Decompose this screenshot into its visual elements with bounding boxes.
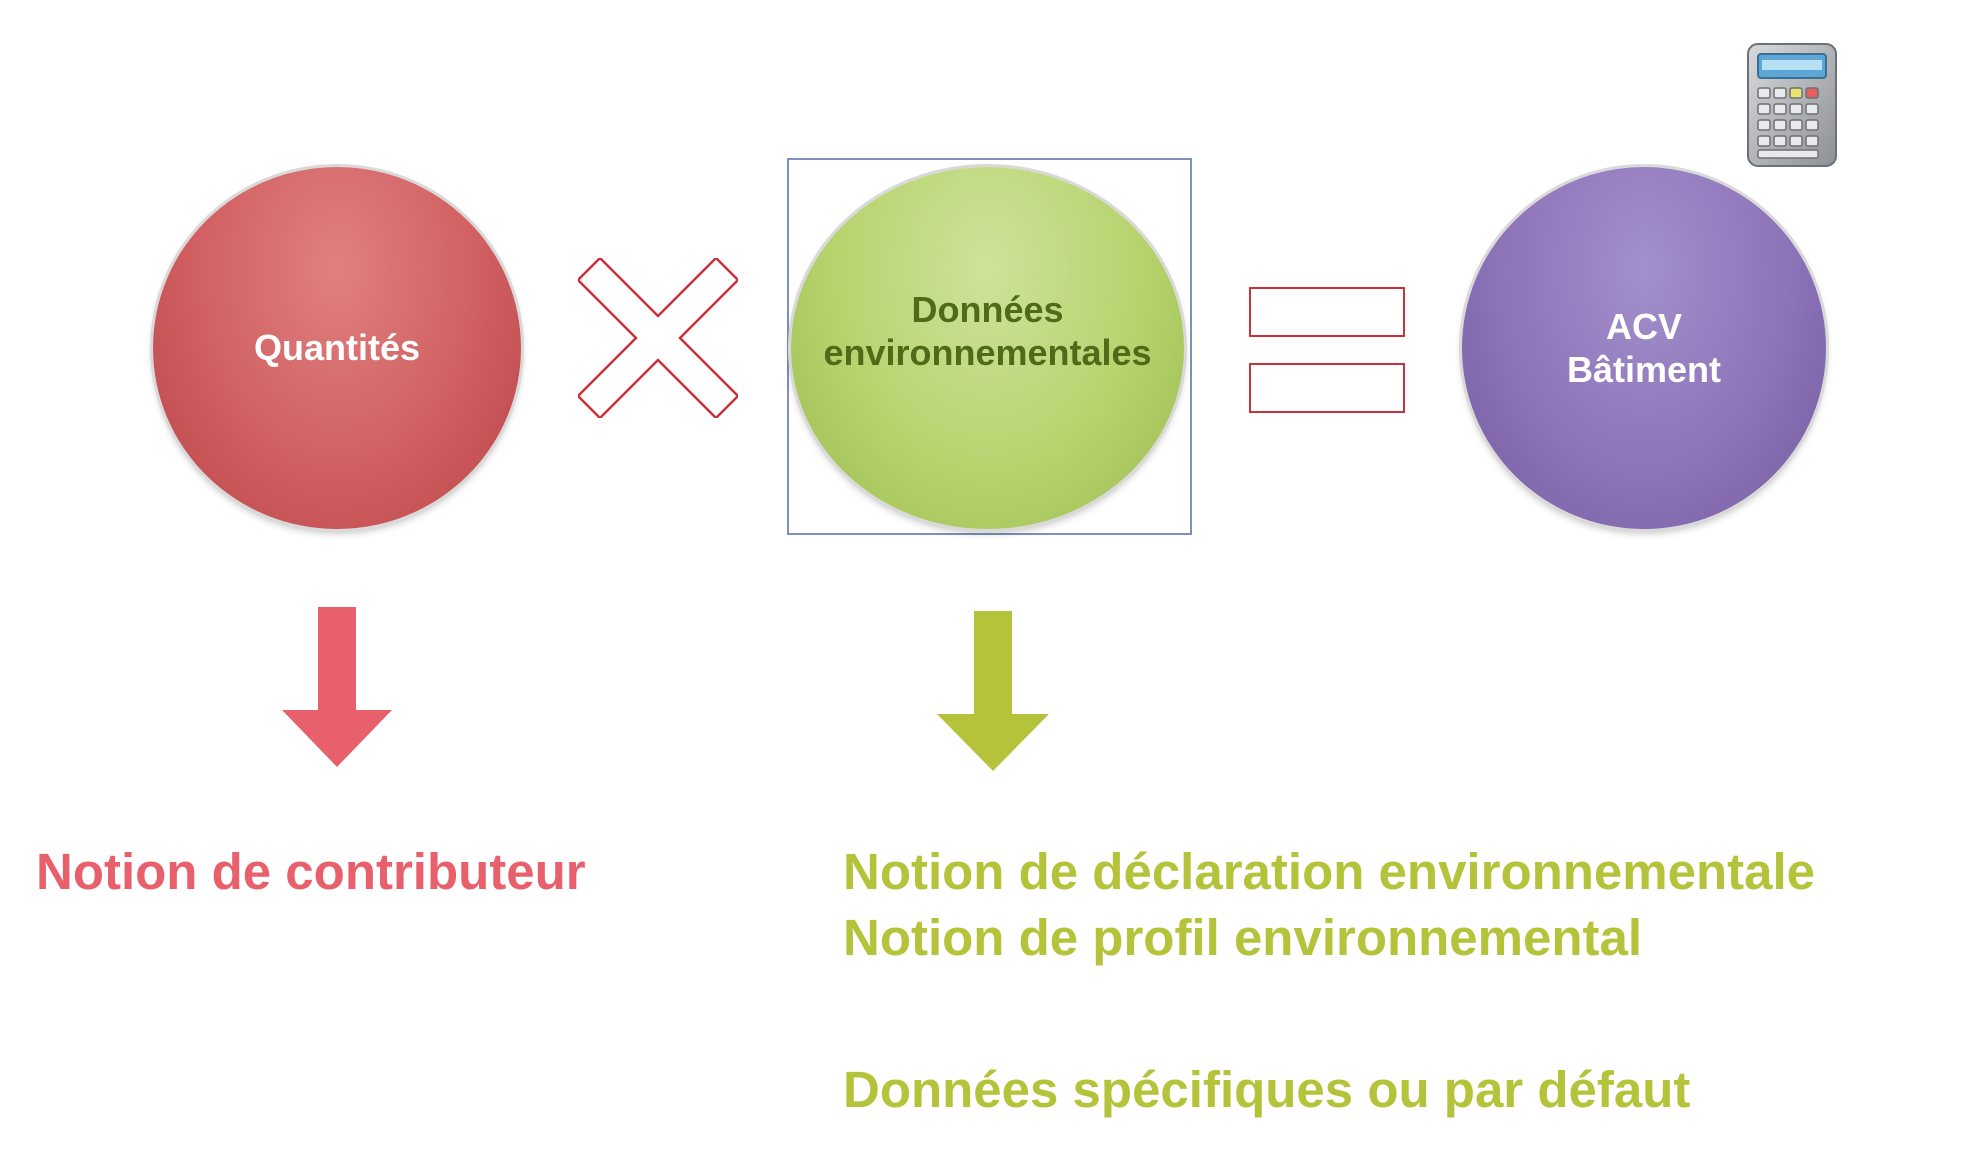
acv-label-line1: ACV: [1605, 305, 1682, 347]
quantites-label: Quantités: [253, 327, 421, 368]
caption-declaration: Notion de déclaration environnementale: [843, 843, 1816, 900]
donnees-label-line1: Données: [911, 288, 1064, 330]
equals-bar-bottom: [1249, 363, 1405, 413]
equals-bar-top: [1249, 287, 1405, 337]
donnees-label-line2: environnementales: [823, 332, 1152, 373]
caption-profil: Notion de profil environnemental: [843, 909, 1643, 966]
acv-batiment-circle: ACV Bâtiment: [1462, 167, 1826, 529]
down-arrow-icon-red: [282, 607, 392, 767]
acv-label-line2: Bâtiment: [1566, 349, 1722, 390]
caption-contributeur: Notion de contributeur: [36, 843, 586, 900]
selection-frame: [787, 158, 1192, 535]
calculator-icon: [1747, 43, 1837, 167]
donnees-environnementales-circle: Données environnementales: [791, 167, 1184, 529]
quantites-circle: Quantités: [153, 167, 521, 529]
caption-donnees-specifiques: Données spécifiques ou par défaut: [843, 1061, 1691, 1118]
down-arrow-icon-green: [937, 611, 1049, 771]
multiply-icon: [578, 258, 738, 418]
